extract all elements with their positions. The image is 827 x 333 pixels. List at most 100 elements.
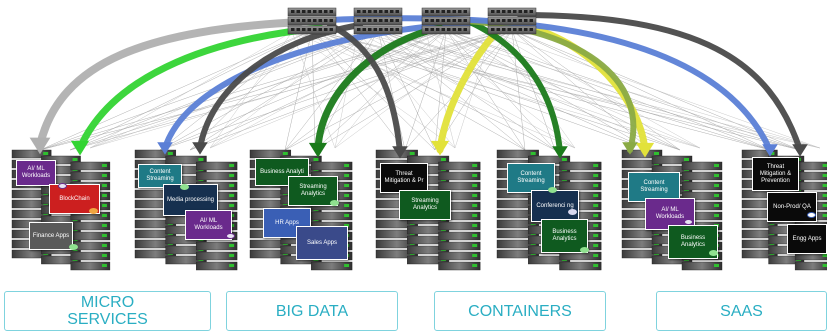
server-unit	[196, 251, 238, 261]
server-led	[229, 164, 235, 167]
server-led	[229, 264, 235, 267]
server-led	[344, 174, 350, 177]
status-dot-icon	[684, 219, 693, 225]
mesh-line	[334, 31, 493, 149]
switch-port	[458, 10, 462, 13]
mesh-line	[445, 29, 526, 151]
server-led	[101, 234, 107, 237]
mesh-line	[209, 31, 493, 149]
mesh-links	[39, 29, 821, 151]
mesh-line	[334, 31, 427, 149]
server-unit	[559, 171, 602, 181]
arrow-head	[70, 140, 90, 156]
server-unit	[794, 181, 827, 191]
switch-port	[441, 19, 445, 22]
switch-port	[390, 19, 394, 22]
status-dot-icon	[89, 208, 98, 214]
server-led	[593, 224, 599, 227]
server-led	[472, 264, 478, 267]
server-unit	[311, 161, 353, 171]
server-led	[472, 194, 478, 197]
tile-ai-ml-workloads: AI/ ML Workloads	[16, 160, 56, 186]
server-unit	[311, 261, 353, 271]
switch-port	[452, 28, 456, 31]
server-led	[472, 234, 478, 237]
switch-port	[502, 10, 506, 13]
server-led	[472, 254, 478, 257]
switch-port	[390, 10, 394, 13]
status-dot-icon	[69, 244, 78, 250]
switch-port	[324, 10, 328, 13]
switch-port	[518, 10, 522, 13]
tile-streaming-analytics: Streaming Analytics	[288, 176, 338, 206]
status-dot-icon	[58, 183, 67, 189]
switch-port	[463, 10, 467, 13]
server-unit	[438, 241, 481, 251]
switch-port	[357, 10, 361, 13]
mesh-line	[357, 31, 576, 149]
server-unit	[438, 181, 481, 191]
switch-port	[507, 28, 511, 31]
switch-port	[302, 10, 306, 13]
switch-port	[379, 10, 383, 13]
mesh-line	[425, 31, 456, 149]
switch-port	[313, 19, 317, 22]
server-led	[440, 158, 446, 161]
server-led	[822, 254, 827, 257]
switch-port	[425, 28, 429, 31]
switch-port	[373, 19, 377, 22]
server-led	[101, 174, 107, 177]
switch-port	[524, 10, 528, 13]
switch-unit	[353, 25, 403, 35]
mesh-line	[511, 29, 771, 151]
server-led	[593, 244, 599, 247]
mesh-line	[291, 31, 456, 149]
tile-sales-apps: Sales Apps	[296, 226, 348, 260]
server-led	[472, 184, 478, 187]
tile-threat-mitigation-prevention: Threat Mitigation & Prevention	[752, 157, 799, 191]
server-led	[229, 244, 235, 247]
switch-port	[507, 10, 511, 13]
switch-port	[390, 28, 394, 31]
traffic-arrow	[436, 24, 504, 154]
tile-threat-mitigation: Threat Mitigation & Pr	[380, 163, 428, 193]
server-led	[593, 164, 599, 167]
switch-port	[496, 28, 500, 31]
switch-port	[452, 10, 456, 13]
status-dot-icon	[580, 247, 589, 253]
server-led	[684, 158, 689, 161]
switch-port	[430, 28, 434, 31]
traffic-arrow	[327, 22, 403, 155]
server-unit	[196, 171, 238, 181]
switch-port	[395, 19, 399, 22]
server-led	[101, 224, 107, 227]
server-unit	[438, 161, 481, 171]
mesh-line	[89, 31, 493, 149]
switch-port	[329, 28, 333, 31]
mesh-line	[311, 29, 651, 151]
switch-port	[496, 19, 500, 22]
switch-port	[441, 28, 445, 31]
switch-port	[395, 28, 399, 31]
switch-port	[452, 19, 456, 22]
mesh-line	[357, 31, 456, 149]
server-unit	[70, 161, 111, 171]
switch-port	[507, 19, 511, 22]
switch-port	[524, 28, 528, 31]
switch-port	[362, 19, 366, 22]
server-unit	[794, 261, 827, 271]
server-led	[822, 214, 827, 217]
server-led	[822, 184, 827, 187]
switch-port	[458, 19, 462, 22]
server-unit	[438, 171, 481, 181]
server-led	[344, 194, 350, 197]
switch-port	[430, 10, 434, 13]
status-dot-icon	[568, 209, 577, 215]
switch-port	[329, 10, 333, 13]
switch-port	[362, 28, 366, 31]
server-led	[472, 204, 478, 207]
switch-port	[447, 28, 451, 31]
switch-port	[458, 28, 462, 31]
switch-port	[436, 19, 440, 22]
server-unit	[11, 149, 52, 159]
